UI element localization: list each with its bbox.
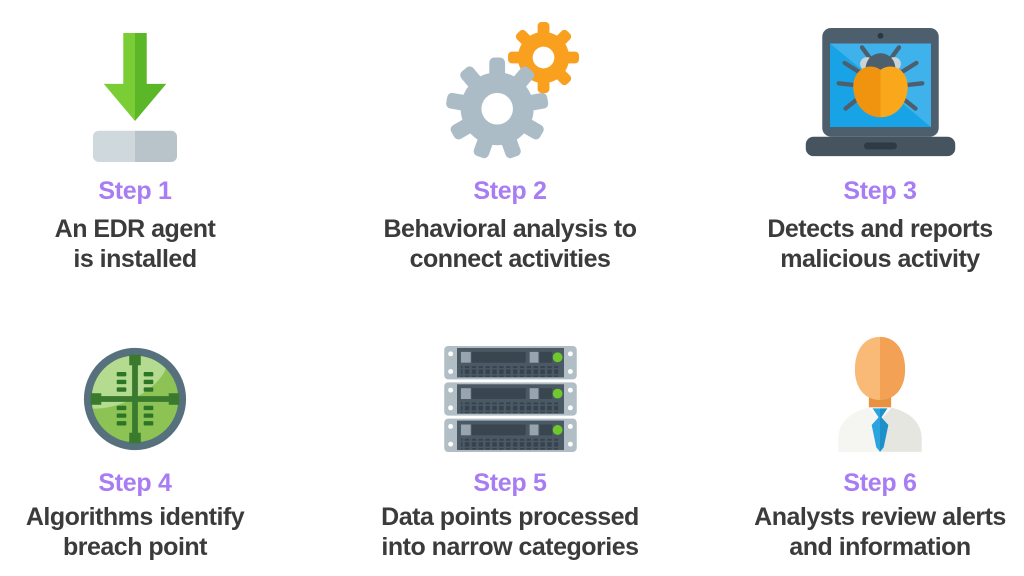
step-1-label: Step 1 (98, 177, 172, 205)
step-5-desc-line1: Data points processed (381, 503, 639, 531)
step-5-cell: Step 5 Data points processed into narrow… (340, 288, 680, 562)
step-3-cell: Step 3 Detects and reports malicious act… (710, 0, 1024, 274)
step-6-cell: Step 6 Analysts review alerts and inform… (710, 288, 1024, 562)
step-1-desc-line1: An EDR agent (54, 215, 216, 243)
step-3-label: Step 3 (843, 177, 917, 205)
step-6-label: Step 6 (843, 469, 917, 497)
step-4-label: Step 4 (98, 469, 172, 497)
step-5-desc-line2: into narrow categories (381, 533, 639, 561)
step-4-desc-line1: Algorithms identify (25, 503, 245, 531)
server-rack-icon (340, 288, 680, 452)
step-2-label: Step 2 (473, 177, 547, 205)
step-1-cell: Step 1 An EDR agent is installed (0, 0, 305, 274)
step-3-desc-line2: malicious activity (780, 245, 980, 273)
step-6-desc-line2: and information (789, 533, 971, 561)
step-4-cell: Step 4 Algorithms identify breach point (0, 288, 305, 562)
step-5-description: Data points processed into narrow catego… (381, 502, 639, 562)
step-3-desc-line1: Detects and reports (767, 215, 993, 243)
laptop-bug-icon (710, 0, 1024, 162)
step-3-description: Detects and reports malicious activity (767, 214, 993, 274)
step-2-description: Behavioral analysis to connect activitie… (383, 214, 637, 274)
step-2-cell: Step 2 Behavioral analysis to connect ac… (340, 0, 680, 274)
step-6-description: Analysts review alerts and information (754, 502, 1006, 562)
step-4-desc-line2: breach point (62, 533, 208, 561)
gears-icon (340, 0, 680, 162)
step-4-description: Algorithms identify breach point (25, 502, 245, 562)
step-1-description: An EDR agent is installed (55, 214, 216, 274)
step-2-desc-line1: Behavioral analysis to (383, 215, 637, 243)
step-2-desc-line2: connect activities (409, 245, 611, 273)
step-1-desc-line2: is installed (73, 245, 197, 273)
analyst-icon (710, 288, 1024, 452)
download-icon (0, 0, 305, 162)
step-6-desc-line1: Analysts review alerts (754, 503, 1006, 531)
target-icon (0, 288, 305, 452)
step-5-label: Step 5 (473, 469, 547, 497)
